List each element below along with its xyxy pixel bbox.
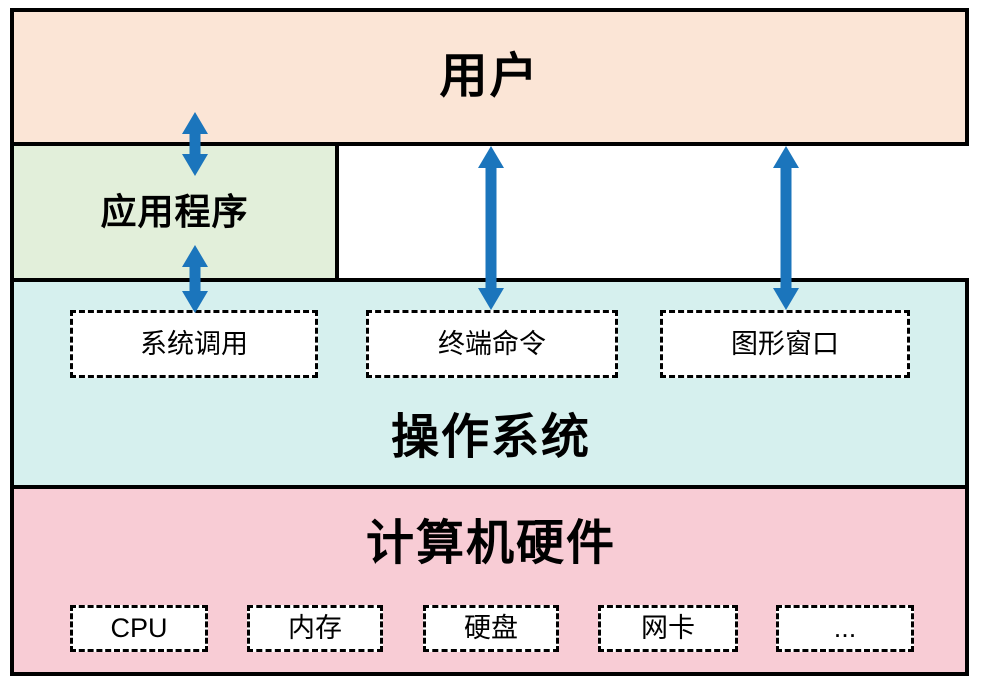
hardware-layer-label: 计算机硬件 (365, 517, 616, 570)
os-interface-box-gui: 图形窗口 (660, 310, 910, 378)
os-layer-label: 操作系统 (390, 411, 591, 464)
application-layer-label: 应用程序 (100, 191, 249, 232)
os-layer-title-row: 操作系统 (0, 400, 982, 476)
hardware-label-nic: 网卡 (641, 613, 695, 643)
hardware-label-memory: 内存 (288, 613, 342, 643)
os-interface-label-terminal: 终端命令 (438, 328, 546, 359)
os-interface-box-terminal: 终端命令 (366, 310, 618, 378)
os-interface-label-gui: 图形窗口 (731, 328, 839, 359)
hardware-box-disk: 硬盘 (423, 605, 559, 652)
os-interface-box-syscall: 系统调用 (70, 310, 318, 378)
hardware-label-cpu: CPU (110, 613, 168, 643)
hardware-label-disk: 硬盘 (464, 613, 518, 643)
hardware-layer-title-row: 计算机硬件 (0, 508, 982, 580)
application-layer: 应用程序 (10, 142, 339, 282)
user-layer: 用户 (10, 8, 969, 146)
hardware-box-nic: 网卡 (598, 605, 738, 652)
hardware-box-memory: 内存 (247, 605, 383, 652)
hardware-box-cpu: CPU (70, 605, 208, 652)
os-interface-label-syscall: 系统调用 (140, 328, 248, 359)
user-layer-label: 用户 (439, 50, 540, 103)
hardware-box-more: ... (776, 605, 914, 652)
hardware-label-more: ... (833, 613, 857, 643)
